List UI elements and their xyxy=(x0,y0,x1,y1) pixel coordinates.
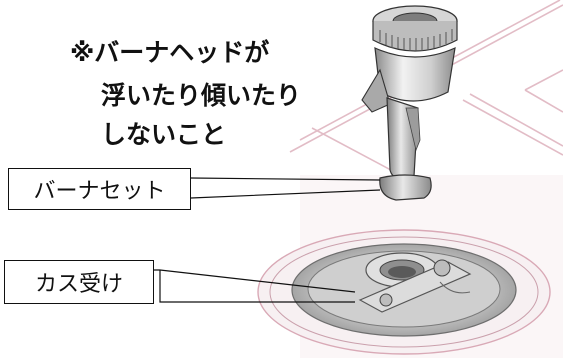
label-burner-set: バーナセット xyxy=(8,168,191,210)
leader-lines xyxy=(154,177,381,303)
leader-line-gas-receiver xyxy=(154,269,356,303)
burner-head-part xyxy=(361,5,458,201)
caution-note-line-3: しないこと xyxy=(101,120,227,149)
caution-note-line-2: 浮いたり傾いたり xyxy=(101,81,302,110)
label-gas-receiver: カス受け xyxy=(4,260,154,304)
gas-receiver-part xyxy=(257,229,551,355)
leader-line-burner-set xyxy=(190,177,381,199)
caution-note-line-1: ※バーナヘッドが xyxy=(70,38,270,67)
